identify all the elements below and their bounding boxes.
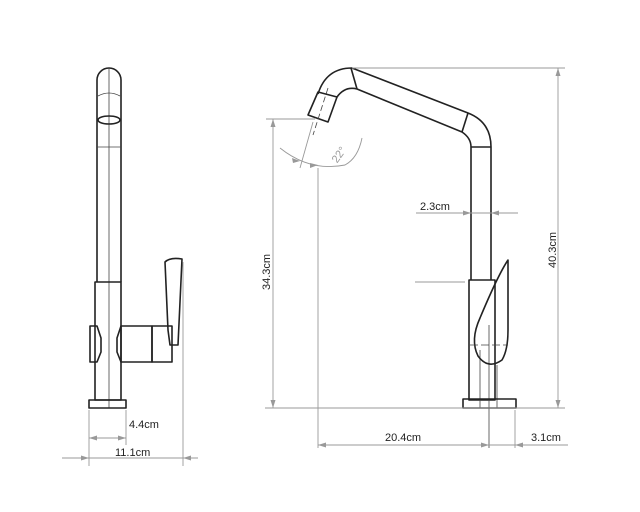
dim-arrows-base-width [89, 435, 126, 441]
side-handle-lever [164, 257, 183, 346]
label-total-height: 40.3cm [547, 232, 559, 268]
side-spout-outlet [97, 115, 121, 125]
side-base-plate [88, 399, 127, 409]
label-base-offset: 3.1cm [531, 432, 561, 444]
front-handle-lever [473, 259, 509, 365]
label-side-total-width: 11.1cm [115, 447, 150, 459]
label-spout-angle: 22° [330, 145, 349, 166]
angle-arrows [292, 158, 318, 168]
label-pipe-diameter: 2.3cm [420, 201, 450, 213]
side-handle-collar [151, 325, 173, 363]
angle-ray [299, 121, 314, 169]
side-spout-curve [97, 92, 121, 97]
dim-arrows-pipe-diameter [463, 210, 499, 216]
faucet-side-view: 4.4cm 11.1cm [62, 67, 198, 466]
faucet-front-view: 22° 34.3cm 40.3cm 2.3cm 20.4cm 3.1cm [261, 67, 568, 448]
label-spout-reach: 20.4cm [385, 432, 421, 444]
label-base-width: 4.4cm [129, 419, 159, 431]
spout-nozzle [307, 91, 338, 123]
side-knob-left [89, 325, 102, 363]
spout-joint-elbow [461, 112, 469, 133]
spout-arm [317, 67, 492, 280]
spout-joint-top [350, 67, 358, 90]
nozzle-axis [312, 87, 329, 136]
label-spout-height: 34.3cm [261, 254, 273, 290]
front-body [468, 279, 496, 401]
side-handle-stem [120, 325, 153, 363]
side-body-notch [116, 325, 122, 363]
angle-arc [279, 137, 363, 168]
dim-arrows-spout-reach [318, 442, 523, 448]
